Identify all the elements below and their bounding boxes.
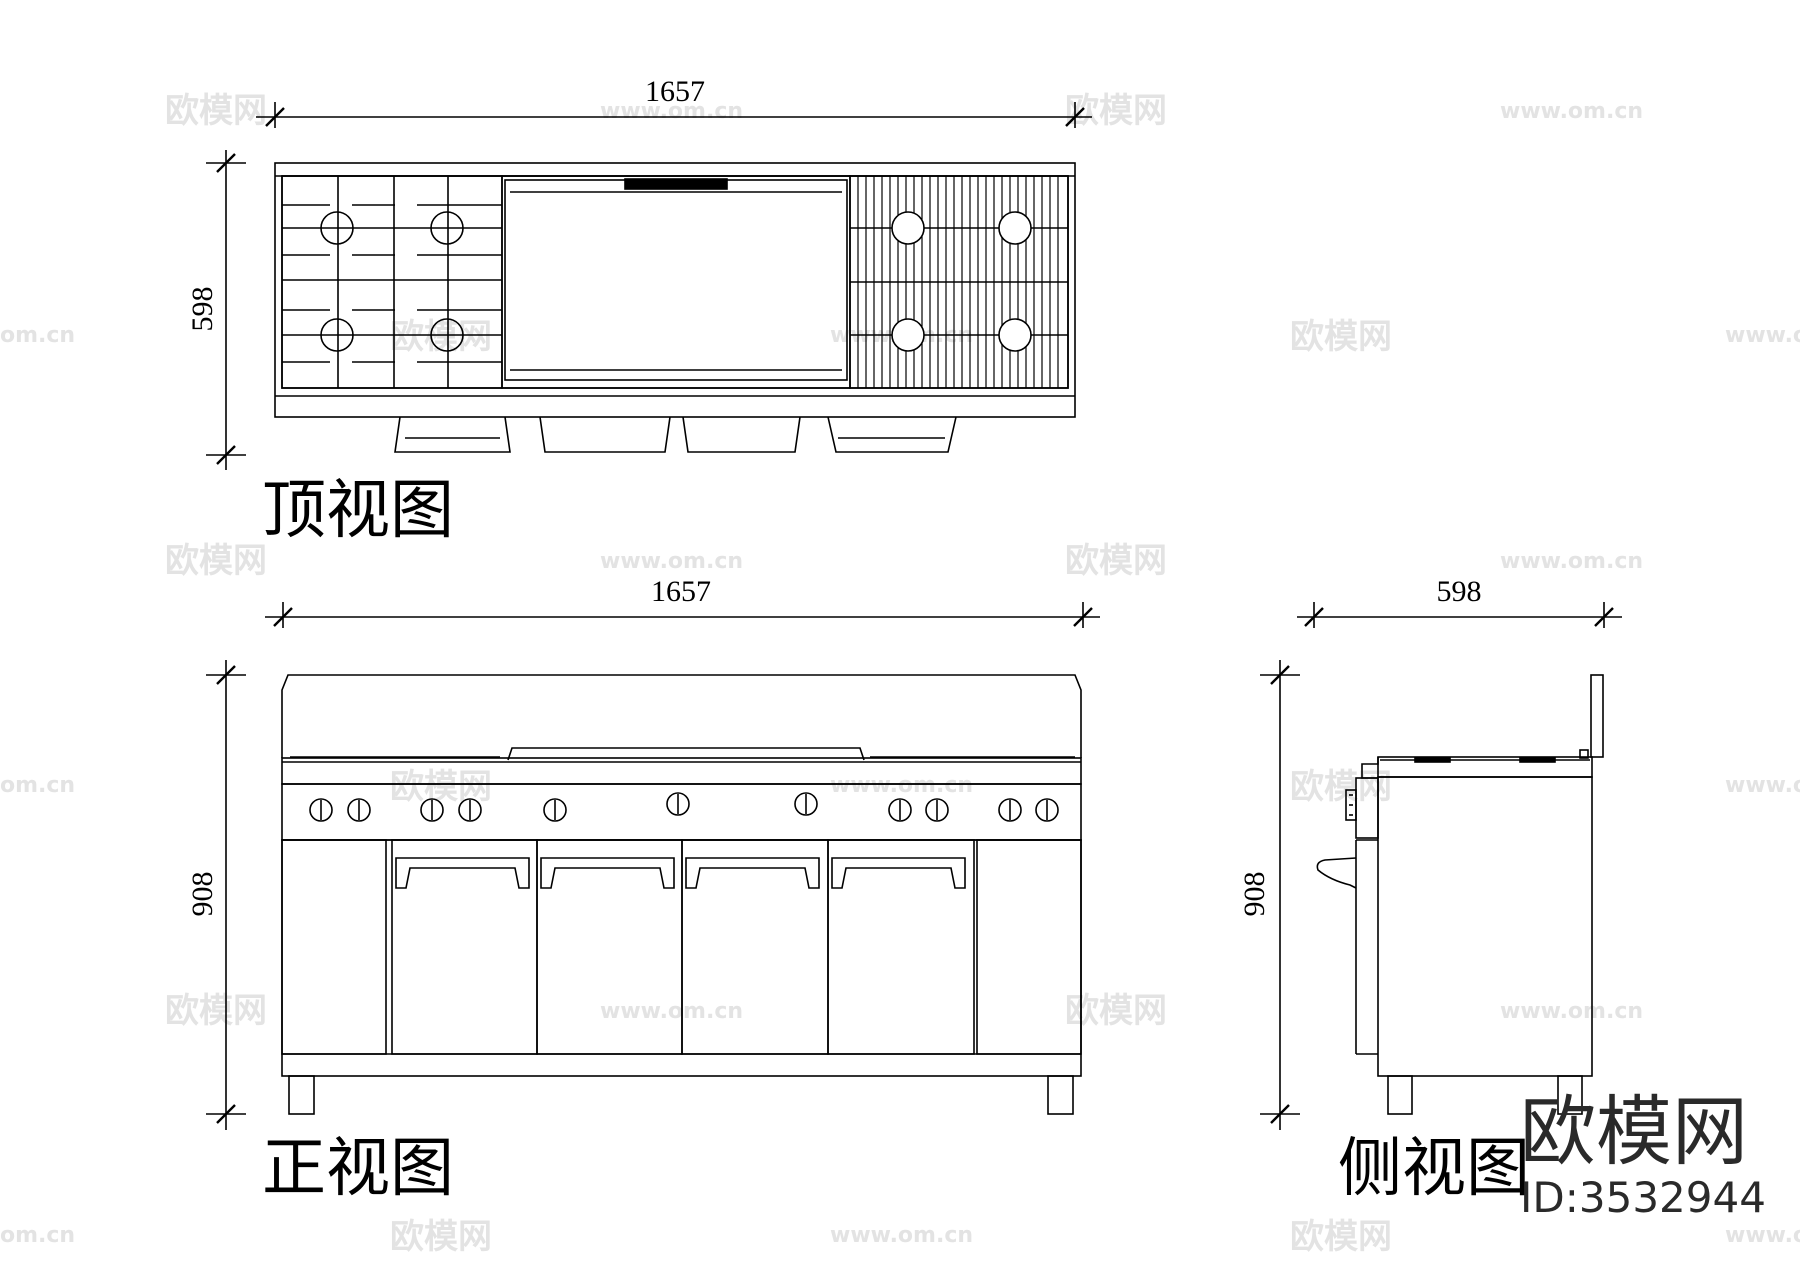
control-knobs xyxy=(309,792,1059,822)
grill-burner-icon xyxy=(891,211,925,245)
knob-icon[interactable] xyxy=(543,798,567,822)
watermark-url: www.om.cn xyxy=(1725,1223,1800,1248)
watermark-layer: 欧模网 www.om.cn 欧模网 www.om.cn om.cn 欧模网 ww… xyxy=(0,91,1800,1257)
top-view-title: 顶视图 xyxy=(262,474,454,548)
top-width-label: 1657 xyxy=(645,75,705,108)
side-height-label: 908 xyxy=(1238,872,1271,917)
watermark-url: www.om.cn xyxy=(1725,323,1800,348)
side-leg xyxy=(1387,1075,1413,1115)
watermark-url: www.om.cn xyxy=(600,549,743,574)
side-panel-left xyxy=(281,839,387,1055)
door-handle[interactable] xyxy=(831,857,966,889)
top-body-outline xyxy=(274,162,1076,418)
oven-doors xyxy=(391,839,975,1055)
side-depth-label: 598 xyxy=(1437,575,1482,608)
front-leg xyxy=(288,1075,315,1115)
front-backsplash xyxy=(281,674,1082,758)
burner-icon xyxy=(430,318,464,352)
top-width-dimension xyxy=(256,102,1092,128)
watermark-brand: 欧模网 xyxy=(1290,767,1392,807)
knob-icon[interactable] xyxy=(347,798,371,822)
top-view: 1657 598 xyxy=(186,75,1092,470)
knob-icon[interactable] xyxy=(794,792,818,816)
top-griddle-plate xyxy=(501,175,851,389)
watermark-brand: 欧模网 xyxy=(165,541,267,581)
burner-icon xyxy=(320,318,354,352)
side-view-title: 侧视图 xyxy=(1338,1132,1530,1206)
brand-logo: 欧模网 ID:3532944 xyxy=(1520,1087,1766,1222)
burner-icon xyxy=(320,211,354,245)
watermark-url: www.om.cn xyxy=(600,999,743,1024)
watermark-brand: 欧模网 xyxy=(1065,991,1167,1031)
front-height-label: 908 xyxy=(186,872,219,917)
watermark-brand: 欧模网 xyxy=(390,317,492,357)
watermark-brand: 欧模网 xyxy=(390,1217,492,1257)
watermark-brand: 欧模网 xyxy=(165,91,267,131)
side-height-dimension xyxy=(1260,660,1300,1130)
top-handles xyxy=(394,416,957,453)
knob-icon[interactable] xyxy=(420,798,444,822)
knob-icon[interactable] xyxy=(888,798,912,822)
side-panel-right xyxy=(976,839,1082,1055)
watermark-brand: 欧模网 xyxy=(1065,541,1167,581)
door-handle[interactable] xyxy=(685,857,820,889)
door-handles xyxy=(395,857,966,889)
watermark-url: www.om.cn xyxy=(1500,99,1643,124)
front-view: 1657 908 xyxy=(186,575,1100,1130)
watermark-url: om.cn xyxy=(0,323,75,348)
watermark-url: om.cn xyxy=(0,1223,75,1248)
grill-burner-icon xyxy=(891,318,925,352)
watermark-url: www.om.cn xyxy=(600,99,743,124)
logo-brand-text: 欧模网 xyxy=(1520,1087,1748,1176)
door-handle[interactable] xyxy=(395,857,530,889)
side-door-handle[interactable] xyxy=(1316,857,1357,889)
side-body xyxy=(1377,776,1593,1077)
knob-icon[interactable] xyxy=(666,792,690,816)
watermark-brand: 欧模网 xyxy=(165,991,267,1031)
watermark-url: www.om.cn xyxy=(830,773,973,798)
knob-icon[interactable] xyxy=(309,798,333,822)
knob-icon[interactable] xyxy=(1345,789,1357,821)
watermark-url: www.om.cn xyxy=(830,1223,973,1248)
grill-burner-icon xyxy=(998,211,1032,245)
side-depth-dimension xyxy=(1297,602,1622,628)
top-char-grill xyxy=(849,175,1069,389)
watermark-brand: 欧模网 xyxy=(1290,1217,1392,1257)
knob-icon[interactable] xyxy=(925,798,949,822)
door-handle[interactable] xyxy=(540,857,675,889)
side-leg xyxy=(1557,1075,1583,1115)
front-view-title: 正视图 xyxy=(262,1132,454,1206)
front-width-dimension xyxy=(265,602,1100,628)
watermark-url: www.om.cn xyxy=(1500,999,1643,1024)
watermark-url: www.om.cn xyxy=(1725,773,1800,798)
knob-icon[interactable] xyxy=(458,798,482,822)
side-view: 598 908 xyxy=(1238,575,1622,1130)
watermark-url: www.om.cn xyxy=(1500,549,1643,574)
front-leg xyxy=(1047,1075,1074,1115)
side-backsplash xyxy=(1590,674,1604,758)
watermark-brand: 欧模网 xyxy=(1290,317,1392,357)
top-depth-label: 598 xyxy=(186,287,219,332)
knob-icon[interactable] xyxy=(998,798,1022,822)
front-height-dimension xyxy=(206,660,246,1130)
top-depth-dimension xyxy=(206,150,246,470)
oven-door[interactable] xyxy=(827,839,975,1055)
knob-icon[interactable] xyxy=(1035,798,1059,822)
front-width-label: 1657 xyxy=(651,575,711,608)
logo-id-text: ID:3532944 xyxy=(1520,1173,1766,1222)
burner-icon xyxy=(430,211,464,245)
watermark-url: om.cn xyxy=(0,773,75,798)
grill-burner-icon xyxy=(998,318,1032,352)
